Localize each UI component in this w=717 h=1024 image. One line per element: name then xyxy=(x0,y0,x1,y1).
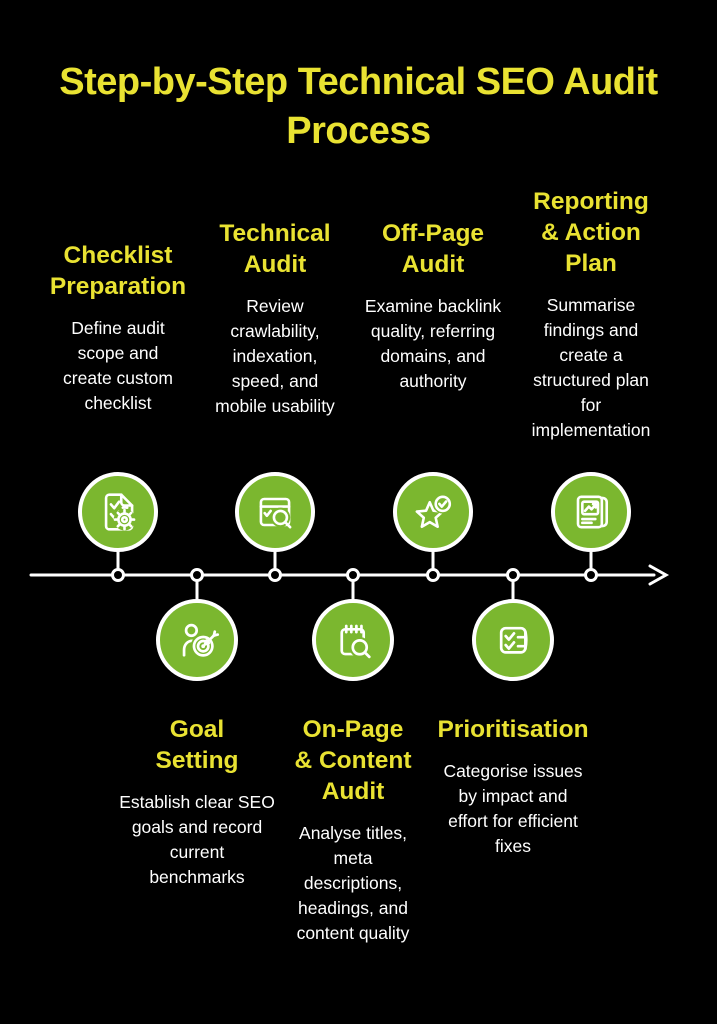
step-description: Analyse titles, meta descriptions, headi… xyxy=(296,823,410,943)
timeline-node xyxy=(268,568,282,582)
step-description: Examine backlink quality, referring doma… xyxy=(364,296,502,391)
step-reporting-action-plan: Reporting & Action Plan Summarise findin… xyxy=(501,186,681,442)
person-target-icon xyxy=(156,599,238,681)
step-description: Categorise issues by impact and effort f… xyxy=(443,761,583,856)
step-off-page-audit: Off-Page Audit Examine backlink quality,… xyxy=(343,218,523,394)
step-description: Define audit scope and create custom che… xyxy=(63,318,173,413)
timeline-node xyxy=(506,568,520,582)
notepad-search-icon xyxy=(312,599,394,681)
step-goal-setting: Goal Setting Establish clear SEO goals a… xyxy=(107,714,287,890)
step-description: Review crawlability, indexation, speed, … xyxy=(215,296,335,416)
step-title: Goal Setting xyxy=(155,716,239,775)
step-technical-audit: Technical Audit Review crawlability, ind… xyxy=(185,218,365,418)
step-title: Technical Audit xyxy=(219,220,331,279)
timeline-node xyxy=(426,568,440,582)
browser-search-icon xyxy=(235,472,315,552)
step-on-page-content-audit: On-Page & Content Audit Analyse titles, … xyxy=(263,714,443,946)
step-description: Summarise findings and create a structur… xyxy=(531,295,651,440)
step-description: Establish clear SEO goals and record cur… xyxy=(119,792,275,887)
document-checklist-gear-icon xyxy=(78,472,158,552)
step-title: Checklist Preparation xyxy=(49,242,187,301)
star-check-icon xyxy=(393,472,473,552)
timeline-node xyxy=(584,568,598,582)
page-title: Step-by-Step Technical SEO Audit Process xyxy=(59,61,658,153)
step-title: Reporting & Action Plan xyxy=(533,188,649,278)
checklist-card-icon xyxy=(472,599,554,681)
timeline xyxy=(29,546,670,604)
step-checklist-preparation: Checklist Preparation Define audit scope… xyxy=(28,240,208,416)
timeline-arrow-icon xyxy=(648,564,670,586)
step-title: On-Page & Content Audit xyxy=(294,716,412,806)
report-chart-icon xyxy=(551,472,631,552)
timeline-node xyxy=(346,568,360,582)
step-title: Off-Page Audit xyxy=(381,220,485,279)
timeline-node xyxy=(111,568,125,582)
step-prioritisation: Prioritisation Categorise issues by impa… xyxy=(423,714,603,858)
timeline-node xyxy=(190,568,204,582)
step-title: Prioritisation xyxy=(437,716,589,743)
